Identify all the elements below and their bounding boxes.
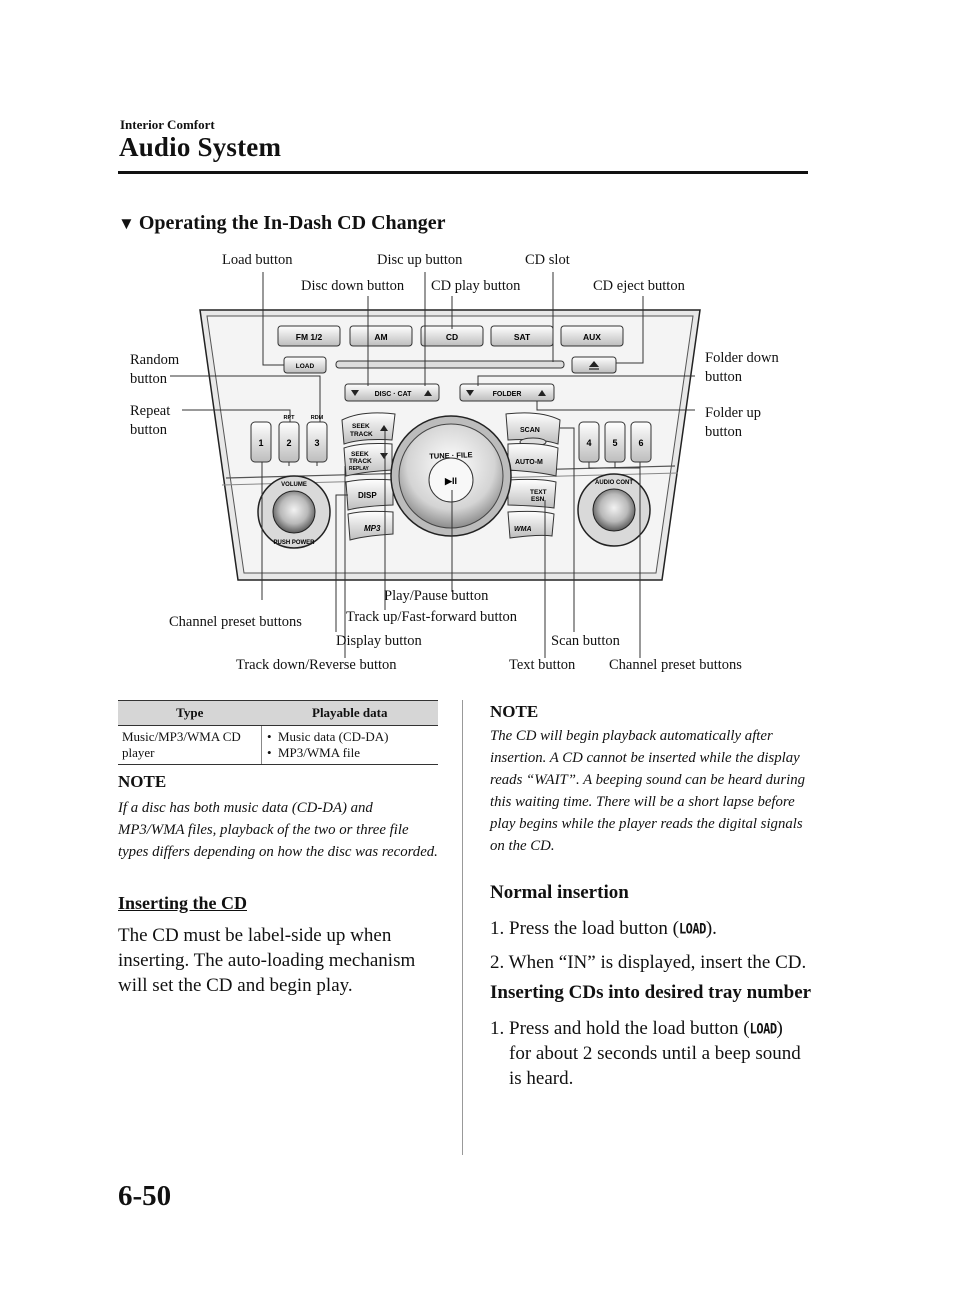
list-item: MP3/WMA file [266,745,434,761]
cd-slot-callout: CD slot [525,252,570,268]
table-cell-data: Music data (CD-DA) MP3/WMA file [261,725,438,765]
table-header-playable: Playable data [261,700,438,726]
scan-label: SCAN [520,427,540,434]
preset-3-label: 3 [314,438,319,448]
right-presets: 4 5 6 [578,421,652,463]
display-button-callout: Display button [336,633,422,649]
tray-step-1-cont: for about 2 seconds until a beep sound [509,1043,801,1064]
rdm-label: RDM [311,415,324,421]
tray-step-1-cont: is heard. [509,1068,574,1089]
random-button-callout: Random button [130,352,180,387]
text-button-callout: Text button [509,657,576,673]
disc-up-button-callout: Disc up button [377,252,463,268]
right-note-heading: NOTE [490,702,539,721]
track-down-button-callout: Track down/Reverse button [236,657,397,673]
rocker-row: DISC · CAT FOLDER [344,383,555,402]
power-label: PUSH POWER [273,540,315,546]
track-up-button-callout: Track up/Fast-forward button [346,609,518,625]
repeat-button-callout: Repeat button [130,403,171,438]
am-label: AM [374,332,387,342]
page-title: Audio System [119,132,282,162]
folder-down-button-callout: Folder down button [705,350,779,385]
triangle-down-icon: ▼ [118,214,135,233]
load-icon: LOAD [749,1020,777,1037]
cd-play-button-callout: CD play button [431,278,521,294]
left-note-heading: NOTE [118,772,167,791]
normal-step-1: 1. Press the load button (LOAD). [490,916,717,942]
load-panel-label: LOAD [296,363,315,370]
cd-eject-button-callout: CD eject button [593,278,685,294]
aux-label: AUX [583,332,601,342]
left-note-text: If a disc has both music data (CD-DA) an… [118,800,438,860]
folder-up-button-callout: Folder up button [705,405,761,440]
normal-insertion-heading: Normal insertion [490,882,629,903]
leader-lines [170,272,695,658]
volume-label: VOLUME [281,482,307,488]
normal-step-2: 2. When “IN” is displayed, insert the CD… [490,952,807,973]
table-row: Music/MP3/WMA CD player Music data (CD-D… [118,725,438,765]
folder-label: FOLDER [493,391,522,398]
load-icon: LOAD [678,920,706,937]
subheading: ▼Operating the In-Dash CD Changer [118,212,446,235]
auto-m-label: AUTO-M [515,459,543,466]
title-rule [118,171,808,174]
rpt-label: RPT [284,415,296,421]
tune-file-label: TUNE · FILE [429,450,473,461]
scan-button-callout: Scan button [551,633,620,649]
step-text: ). [705,918,717,939]
preset-5-label: 5 [612,438,617,448]
tray-heading: Inserting CDs into desired tray number [490,982,812,1003]
inserting-text: The CD must be label-side up when insert… [118,925,416,996]
cd-changer-diagram: FM 1/2 AM CD SAT AUX LOAD DISC · CAT FOL… [170,272,701,658]
source-buttons: FM 1/2 AM CD SAT AUX [277,325,624,347]
step-text: 1. Press the load button ( [490,918,679,939]
preset-1-label: 1 [258,438,263,448]
table-cell-type: Music/MP3/WMA CD player [118,725,262,765]
disc-cat-label: DISC · CAT [375,391,413,398]
preset-4-label: 4 [586,438,591,448]
left-presets: 1 2 3 RPT RDM [250,415,328,463]
load-button-callout: Load button [222,252,293,268]
table-header-type: Type [118,700,262,726]
mp3-label: MP3 [364,524,381,533]
cd-label: CD [446,332,458,342]
right-note-text: The CD will begin playback automatically… [490,728,806,854]
play-pause-button-callout: Play/Pause button [384,588,489,604]
wma-label: WMA [514,526,532,533]
inserting-heading: Inserting the CD [118,893,247,913]
playable-data-table: Type Playable data Music/MP3/WMA CD play… [118,700,438,765]
column-divider [462,700,463,1155]
slot-row: LOAD [283,356,617,374]
preset-6-label: 6 [638,438,643,448]
play-pause-label: ▶II [444,476,457,486]
preset-2-label: 2 [286,438,291,448]
step-text: 1. Press and hold the load button ( [490,1018,750,1039]
disc-down-button-callout: Disc down button [301,278,405,294]
channel-preset-right-callout: Channel preset buttons [609,657,742,673]
channel-preset-left-callout: Channel preset buttons [169,614,302,630]
audio-cont-label: AUDIO CONT [595,480,633,486]
step-text: ) [776,1018,783,1039]
section-label: Interior Comfort [120,117,215,132]
sat-label: SAT [514,332,531,342]
tray-step-1: 1. Press and hold the load button (LOAD) [490,1016,783,1042]
knobs: VOLUME PUSH POWER AUDIO CONT [257,473,651,549]
fm-label: FM 1/2 [296,332,323,342]
eject-icon [589,361,599,367]
list-item: Music data (CD-DA) [266,729,434,745]
subheading-text: Operating the In-Dash CD Changer [138,212,446,234]
page-number: 6-50 [118,1180,172,1212]
disp-label: DISP [358,491,377,500]
